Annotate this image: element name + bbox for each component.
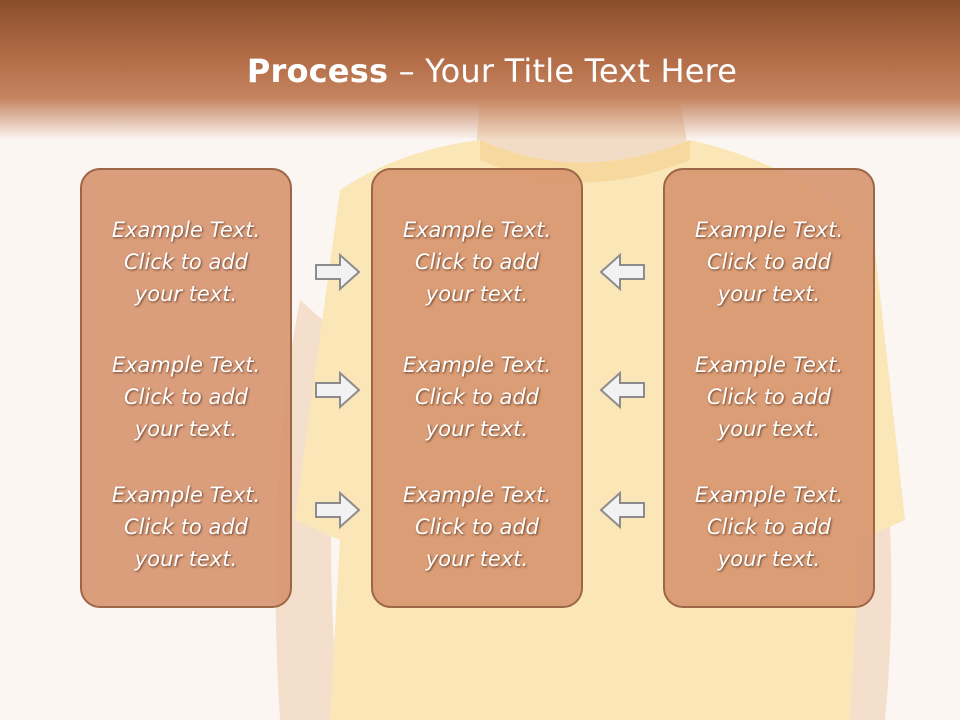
text-line: your text. <box>717 282 821 306</box>
text-line: Click to add <box>706 250 831 274</box>
text-line: Example Text. <box>402 218 552 242</box>
text-line: Example Text. <box>402 483 552 507</box>
text-line: Click to add <box>123 385 248 409</box>
text-block[interactable]: Example Text. Click to add your text. <box>665 214 873 310</box>
page-title[interactable]: Process – Your Title Text Here <box>0 52 960 90</box>
text-block[interactable]: Example Text. Click to add your text. <box>665 349 873 445</box>
text-block[interactable]: Example Text. Click to add your text. <box>373 349 581 445</box>
text-block[interactable]: Example Text. Click to add your text. <box>82 214 290 310</box>
process-panel-left[interactable]: Example Text. Click to add your text. Ex… <box>80 168 292 608</box>
text-line: Example Text. <box>111 483 261 507</box>
arrow-right-icon[interactable] <box>314 252 362 292</box>
text-line: your text. <box>717 547 821 571</box>
title-bold: Process <box>246 52 389 90</box>
text-line: your text. <box>425 282 529 306</box>
arrow-left-icon[interactable] <box>598 252 646 292</box>
text-line: Example Text. <box>694 483 844 507</box>
title-rest: – Your Title Text Here <box>388 52 738 90</box>
text-block[interactable]: Example Text. Click to add your text. <box>373 214 581 310</box>
text-line: Click to add <box>706 385 831 409</box>
text-line: Click to add <box>414 250 539 274</box>
header-band <box>0 0 960 140</box>
text-block[interactable]: Example Text. Click to add your text. <box>82 349 290 445</box>
text-line: Click to add <box>414 385 539 409</box>
text-line: your text. <box>134 282 238 306</box>
text-block[interactable]: Example Text. Click to add your text. <box>665 479 873 575</box>
process-panel-right[interactable]: Example Text. Click to add your text. Ex… <box>663 168 875 608</box>
text-line: Example Text. <box>111 218 261 242</box>
arrow-right-icon[interactable] <box>314 490 362 530</box>
text-line: your text. <box>425 417 529 441</box>
arrow-left-icon[interactable] <box>598 490 646 530</box>
text-block[interactable]: Example Text. Click to add your text. <box>373 479 581 575</box>
text-line: Example Text. <box>694 218 844 242</box>
text-line: Example Text. <box>402 353 552 377</box>
text-line: Example Text. <box>694 353 844 377</box>
text-line: your text. <box>134 547 238 571</box>
arrow-left-icon[interactable] <box>598 370 646 410</box>
text-line: Example Text. <box>111 353 261 377</box>
text-line: your text. <box>425 547 529 571</box>
text-line: your text. <box>717 417 821 441</box>
process-panel-center[interactable]: Example Text. Click to add your text. Ex… <box>371 168 583 608</box>
text-line: Click to add <box>123 250 248 274</box>
arrow-right-icon[interactable] <box>314 370 362 410</box>
text-line: Click to add <box>123 515 248 539</box>
text-line: Click to add <box>414 515 539 539</box>
text-line: Click to add <box>706 515 831 539</box>
text-line: your text. <box>134 417 238 441</box>
text-block[interactable]: Example Text. Click to add your text. <box>82 479 290 575</box>
